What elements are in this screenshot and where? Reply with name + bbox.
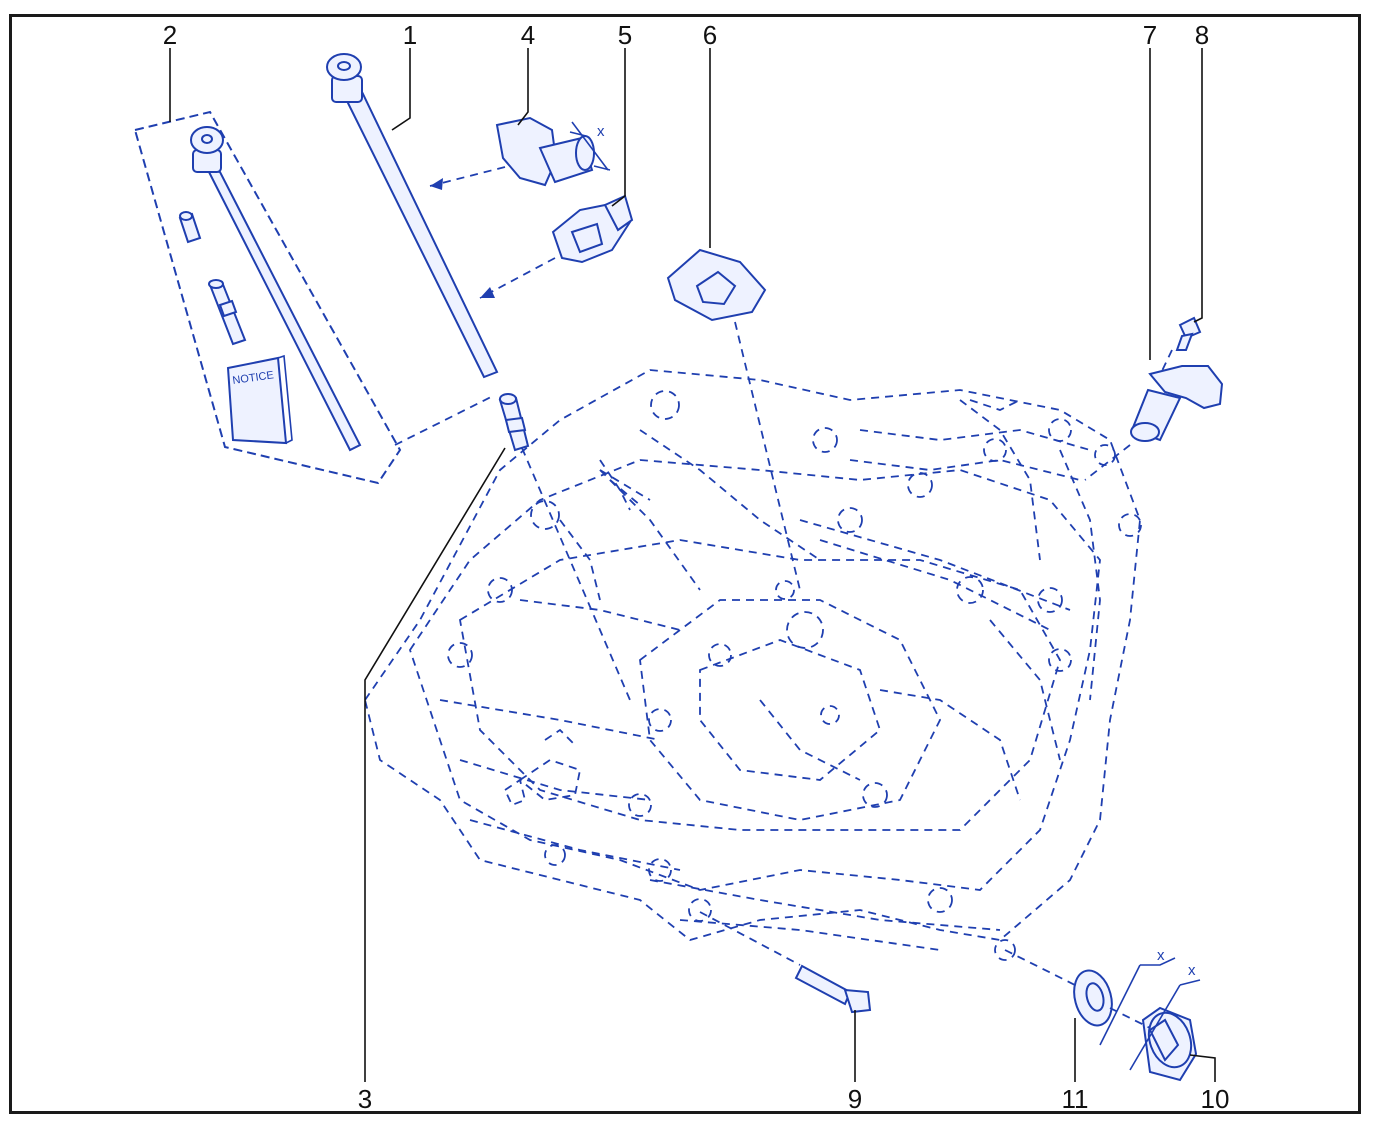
dimension-label-washer: x (1157, 947, 1165, 964)
callout-7: 7 (1143, 20, 1157, 50)
retaining-clip-5 (551, 194, 634, 264)
callout-4: 4 (521, 20, 535, 50)
notice-booklet-icon: NOTICE (226, 354, 293, 445)
dipstick-tube (326, 53, 499, 379)
bolt-8 (1175, 316, 1202, 351)
callout-1: 1 (403, 20, 417, 50)
dimension-label-clip: x (597, 123, 605, 140)
callout-8: 8 (1195, 20, 1209, 50)
callout-5: 5 (618, 20, 632, 50)
dipstick-sleeve (498, 393, 530, 452)
callout-11: 11 (1062, 1084, 1089, 1114)
speed-sensor (1130, 365, 1224, 442)
callout-2: 2 (163, 20, 177, 50)
bolt-9 (794, 964, 872, 1014)
seal-plate (666, 248, 767, 322)
assembly-guide-lines (394, 166, 1173, 1029)
notice-booklet-label: NOTICE (232, 369, 275, 387)
transmission-housing (364, 369, 1142, 961)
sealing-washer (1073, 969, 1113, 1027)
dimension-marks: x x x (569, 121, 1201, 1071)
callout-3: 3 (358, 1084, 372, 1114)
connector-fitting-long (208, 279, 247, 346)
dimension-label-plug: x (1188, 962, 1196, 979)
callout-numbers: 2 1 4 5 6 7 8 3 9 11 10 (163, 20, 1230, 1114)
callout-9: 9 (848, 1084, 862, 1114)
callout-10: 10 (1201, 1084, 1230, 1114)
drain-plug (1141, 1006, 1198, 1082)
kit-group-2: NOTICE (133, 110, 402, 485)
dipstick-tube-kit (190, 126, 362, 452)
connector-fitting-small (178, 211, 202, 244)
callout-leaders (169, 48, 1216, 1082)
retaining-clip-4 (495, 116, 595, 187)
callout-6: 6 (703, 20, 717, 50)
